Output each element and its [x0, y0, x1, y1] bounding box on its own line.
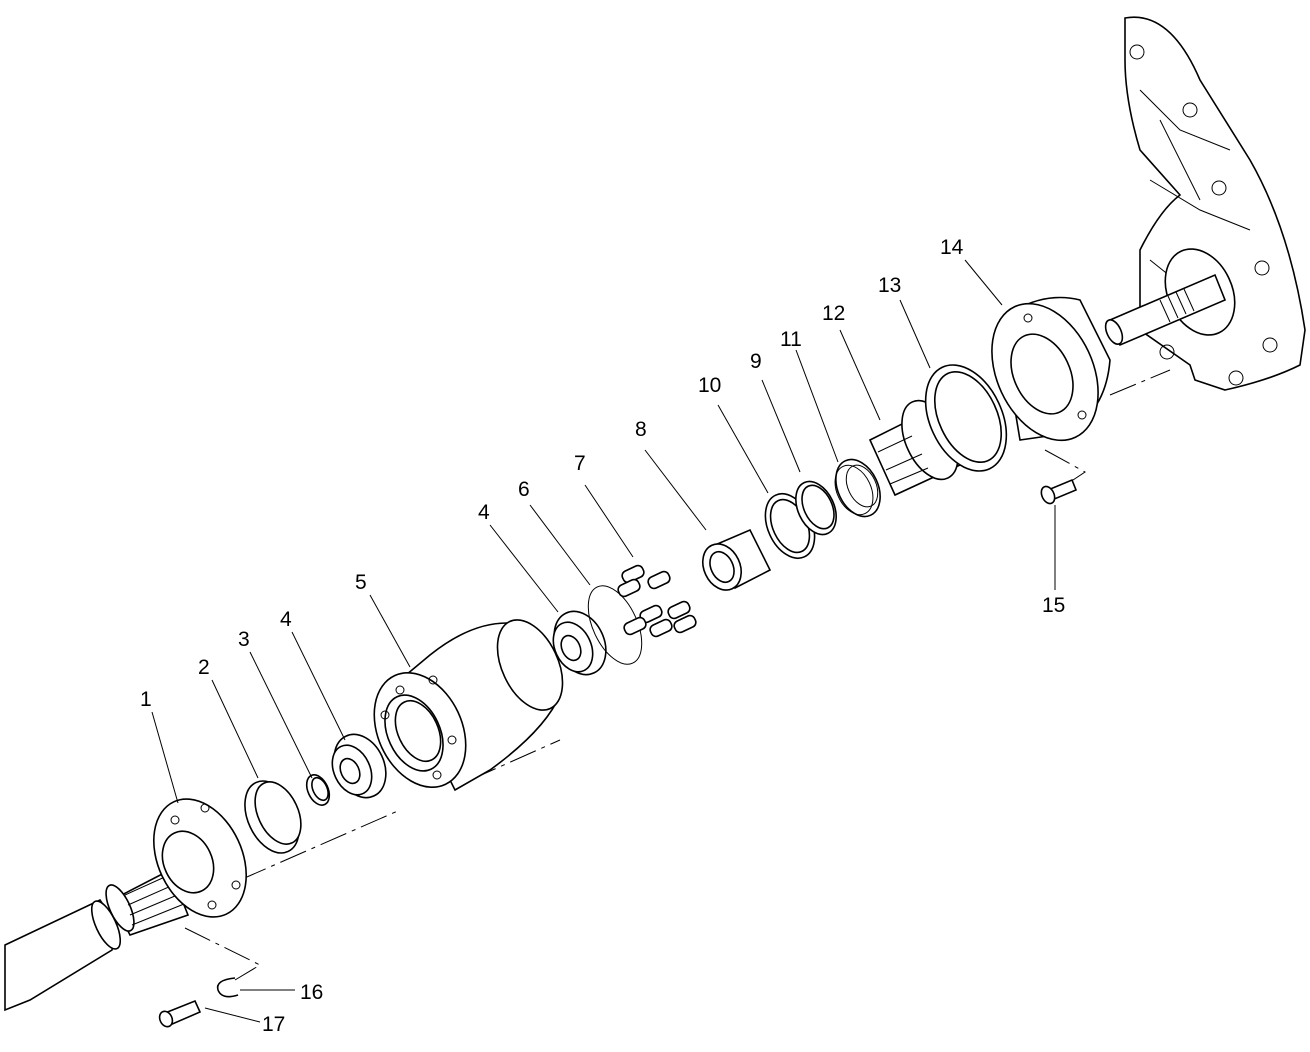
- leader-lines: [151, 259, 1056, 1023]
- center-axis: [239, 369, 1171, 881]
- callout-15: 15: [1042, 594, 1065, 617]
- callout-3: 3: [238, 628, 250, 651]
- part-9-ring: [795, 480, 837, 536]
- callout-14: 14: [940, 236, 964, 259]
- callout-8: 8: [635, 418, 647, 441]
- output-shaft: [1104, 273, 1227, 347]
- callout-6: 6: [518, 478, 530, 501]
- callout-9: 9: [750, 350, 762, 373]
- callout-17: 17: [262, 1013, 285, 1036]
- callout-1: 1: [140, 688, 152, 711]
- callouts: 1 2 3 4 4 5 6 7 8 9 10 11 12 13 14 15 16…: [140, 236, 1065, 1036]
- transmission-case: [1124, 16, 1306, 391]
- part-7-rollers: [617, 564, 697, 638]
- part-13-seal-ring: [924, 364, 1008, 472]
- part-4-bearing-left: [331, 733, 387, 799]
- callout-4-left: 4: [280, 608, 292, 631]
- callout-5: 5: [355, 571, 367, 594]
- part-15-bolt: [1040, 478, 1078, 505]
- part-3-snap-ring: [305, 774, 331, 806]
- part-8-needle-bearing: [701, 528, 772, 591]
- callout-2: 2: [198, 656, 210, 679]
- callout-12: 12: [822, 302, 845, 325]
- bolt-axis-16: [184, 927, 262, 981]
- part-6-wire-ring: [587, 585, 643, 665]
- callout-16: 16: [300, 981, 323, 1004]
- callout-4-right: 4: [478, 501, 490, 524]
- part-1-flange-shaft: [105, 798, 248, 936]
- part-16-clip: [216, 977, 239, 998]
- part-5-housing: [373, 619, 564, 792]
- callout-7: 7: [574, 452, 586, 475]
- shaft: [4, 898, 122, 1012]
- part-17-cap-screw: [158, 999, 202, 1028]
- callout-11: 11: [780, 328, 802, 351]
- part-2-ring: [244, 780, 302, 854]
- part-11-spring: [834, 458, 881, 518]
- callout-13: 13: [878, 274, 901, 297]
- callout-10: 10: [698, 374, 721, 397]
- part-14-cover-plate: [991, 296, 1111, 442]
- part-4-bearing-right: [552, 610, 607, 676]
